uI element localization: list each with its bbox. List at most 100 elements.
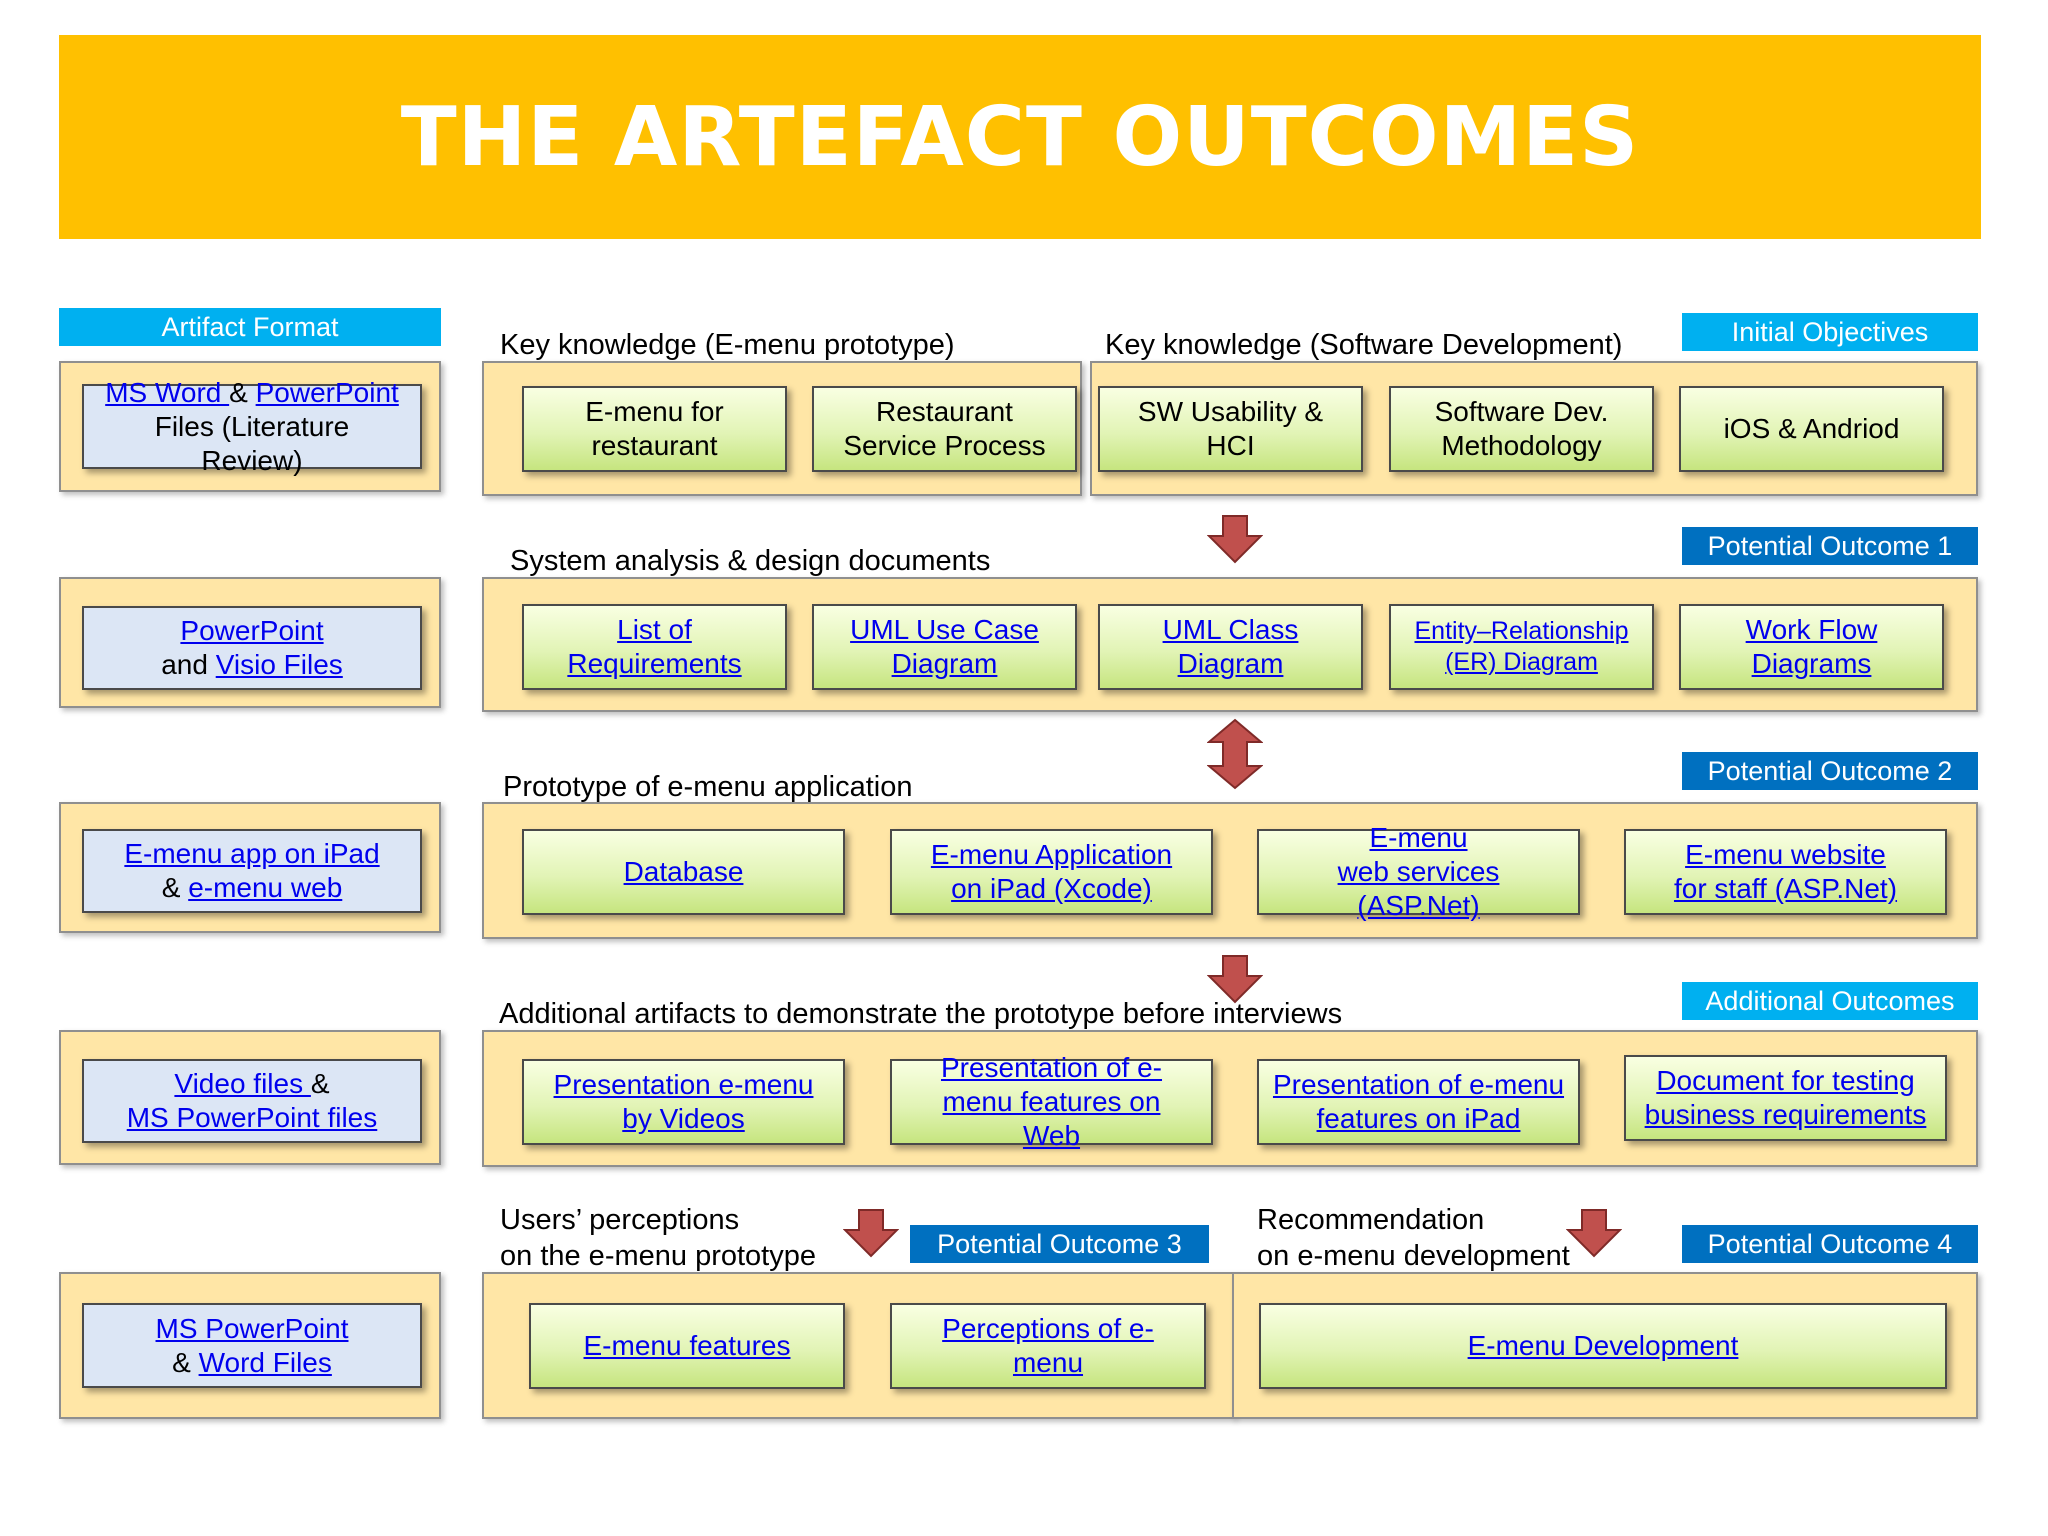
ms-powerpoint-link[interactable]: MS PowerPoint — [155, 1312, 349, 1344]
format-box-5: MS PowerPoint & Word Files — [82, 1303, 422, 1388]
format-text: & — [172, 1346, 199, 1378]
item-link-text[interactable]: (ER) Diagram — [1445, 648, 1598, 676]
title-banner: THE ARTEFACT OUTCOMES — [59, 35, 1981, 239]
word-files-link[interactable]: Word Files — [198, 1346, 332, 1378]
down-arrow-icon — [1207, 955, 1263, 1004]
item-link-text[interactable]: Requirements — [567, 648, 742, 679]
item-link-text[interactable]: on iPad (Xcode) — [951, 873, 1152, 904]
powerpoint-link[interactable]: PowerPoint — [180, 615, 324, 646]
item-text: E-menu for — [585, 396, 724, 427]
item-link-text[interactable]: (ASP.Net) — [1357, 890, 1480, 921]
tag-potential-outcome-1: Potential Outcome 1 — [1682, 527, 1978, 565]
item-link-text[interactable]: UML Use Case — [850, 614, 1039, 645]
item-link-text[interactable]: E-menu Development — [1467, 1330, 1739, 1361]
format-box-3: E-menu app on iPad & e-menu web — [82, 829, 422, 913]
item-text: SW Usability & — [1137, 396, 1324, 427]
heading-prototype: Prototype of e-menu application — [503, 771, 913, 803]
heading-users-perceptions-line2: on the e-menu prototype — [500, 1240, 816, 1272]
item-link-text[interactable]: business requirements — [1644, 1099, 1927, 1130]
down-arrow-icon — [1566, 1209, 1622, 1258]
ms-word-link[interactable]: MS Word — [105, 376, 230, 408]
format-box-2: PowerPoint and Visio Files — [82, 606, 422, 690]
item-link-text[interactable]: Document for testing — [1656, 1065, 1915, 1096]
heading-key-knowledge-emenu: Key knowledge (E-menu prototype) — [500, 329, 955, 361]
item-link-text[interactable]: Database — [623, 856, 744, 887]
ms-powerpoint-files-link[interactable]: MS PowerPoint files — [126, 1102, 378, 1133]
format-text: Review) — [201, 444, 303, 476]
format-box-1: MS Word & PowerPoint Files (Literature R… — [82, 377, 422, 476]
visio-files-link[interactable]: Visio Files — [215, 649, 343, 680]
item-text: iOS & Andriod — [1723, 413, 1900, 444]
item-text: Methodology — [1441, 430, 1602, 461]
heading-recommendation-line2: on e-menu development — [1257, 1240, 1570, 1272]
item-link-text[interactable]: E-menu features — [583, 1330, 791, 1361]
emenu-web-link[interactable]: e-menu web — [188, 872, 343, 903]
item-perceptions-emenu[interactable]: Perceptions of e-menu — [890, 1303, 1206, 1389]
item-text: Software Dev. — [1434, 396, 1609, 427]
tag-artifact-format: Artifact Format — [59, 308, 441, 346]
item-er-diagram[interactable]: Entity–Relationship (ER) Diagram — [1389, 604, 1654, 690]
tag-potential-outcome-4: Potential Outcome 4 — [1682, 1225, 1978, 1263]
video-files-link[interactable]: Video files — [174, 1068, 311, 1099]
item-link-text[interactable]: Diagram — [891, 648, 998, 679]
item-software-dev-methodology: Software Dev.Methodology — [1389, 386, 1654, 472]
down-arrow-icon — [1207, 515, 1263, 564]
tag-potential-outcome-2: Potential Outcome 2 — [1682, 752, 1978, 790]
item-link-text[interactable]: Perceptions of e- — [942, 1313, 1154, 1344]
item-sw-usability-hci: SW Usability &HCI — [1098, 386, 1363, 472]
tag-initial-objectives: Initial Objectives — [1682, 313, 1978, 351]
emenu-app-ipad-link[interactable]: E-menu app on iPad — [124, 838, 380, 869]
item-emenu-features[interactable]: E-menu features — [529, 1303, 845, 1389]
format-text: & — [161, 872, 189, 903]
format-text: and — [161, 649, 216, 680]
format-text: & — [310, 1068, 330, 1099]
heading-key-knowledge-sw: Key knowledge (Software Development) — [1105, 329, 1623, 361]
item-link-text[interactable]: Presentation of e-menu — [1272, 1069, 1565, 1100]
format-text: & — [229, 376, 256, 408]
format-box-4: Video files & MS PowerPoint files — [82, 1059, 422, 1143]
item-link-text[interactable]: Presentation of e- — [940, 1052, 1163, 1083]
double-arrow-icon — [1207, 718, 1263, 790]
powerpoint-link[interactable]: PowerPoint — [255, 376, 399, 408]
item-text: Service Process — [843, 430, 1046, 461]
item-link-text[interactable]: Diagrams — [1751, 648, 1872, 679]
item-text: HCI — [1206, 430, 1255, 461]
item-link-text[interactable]: menu features on — [942, 1086, 1161, 1117]
heading-users-perceptions-line1: Users’ perceptions — [500, 1204, 740, 1236]
item-link-text[interactable]: for staff (ASP.Net) — [1673, 873, 1898, 904]
page-title: THE ARTEFACT OUTCOMES — [400, 89, 1640, 185]
item-link-text[interactable]: UML Class — [1162, 614, 1299, 645]
item-link-text[interactable]: Entity–Relationship — [1414, 617, 1629, 645]
item-link-text[interactable]: List of — [617, 614, 692, 645]
item-link-text[interactable]: menu — [1012, 1347, 1084, 1378]
item-link-text[interactable]: Presentation e-menu — [553, 1069, 814, 1100]
tag-potential-outcome-3: Potential Outcome 3 — [910, 1225, 1209, 1263]
item-link-text[interactable]: E-menu Application — [930, 839, 1173, 870]
tag-additional-outcomes: Additional Outcomes — [1682, 982, 1978, 1020]
item-emenu-development[interactable]: E-menu Development — [1259, 1303, 1947, 1389]
item-database[interactable]: Database — [522, 829, 845, 915]
heading-system-analysis: System analysis & design documents — [510, 545, 991, 577]
item-link-text[interactable]: E-menu website — [1685, 839, 1886, 870]
item-ios-android: iOS & Andriod — [1679, 386, 1944, 472]
item-link-text[interactable]: Web — [1022, 1120, 1081, 1151]
item-link-text[interactable]: web services — [1337, 856, 1500, 887]
item-link-text[interactable]: Work Flow — [1745, 614, 1878, 645]
item-link-text[interactable]: features on iPad — [1316, 1103, 1521, 1134]
item-text: Restaurant — [876, 396, 1013, 427]
item-link-text[interactable]: Diagram — [1177, 648, 1284, 679]
item-link-text[interactable]: E-menu — [1369, 822, 1468, 853]
item-link-text[interactable]: by Videos — [622, 1103, 745, 1134]
